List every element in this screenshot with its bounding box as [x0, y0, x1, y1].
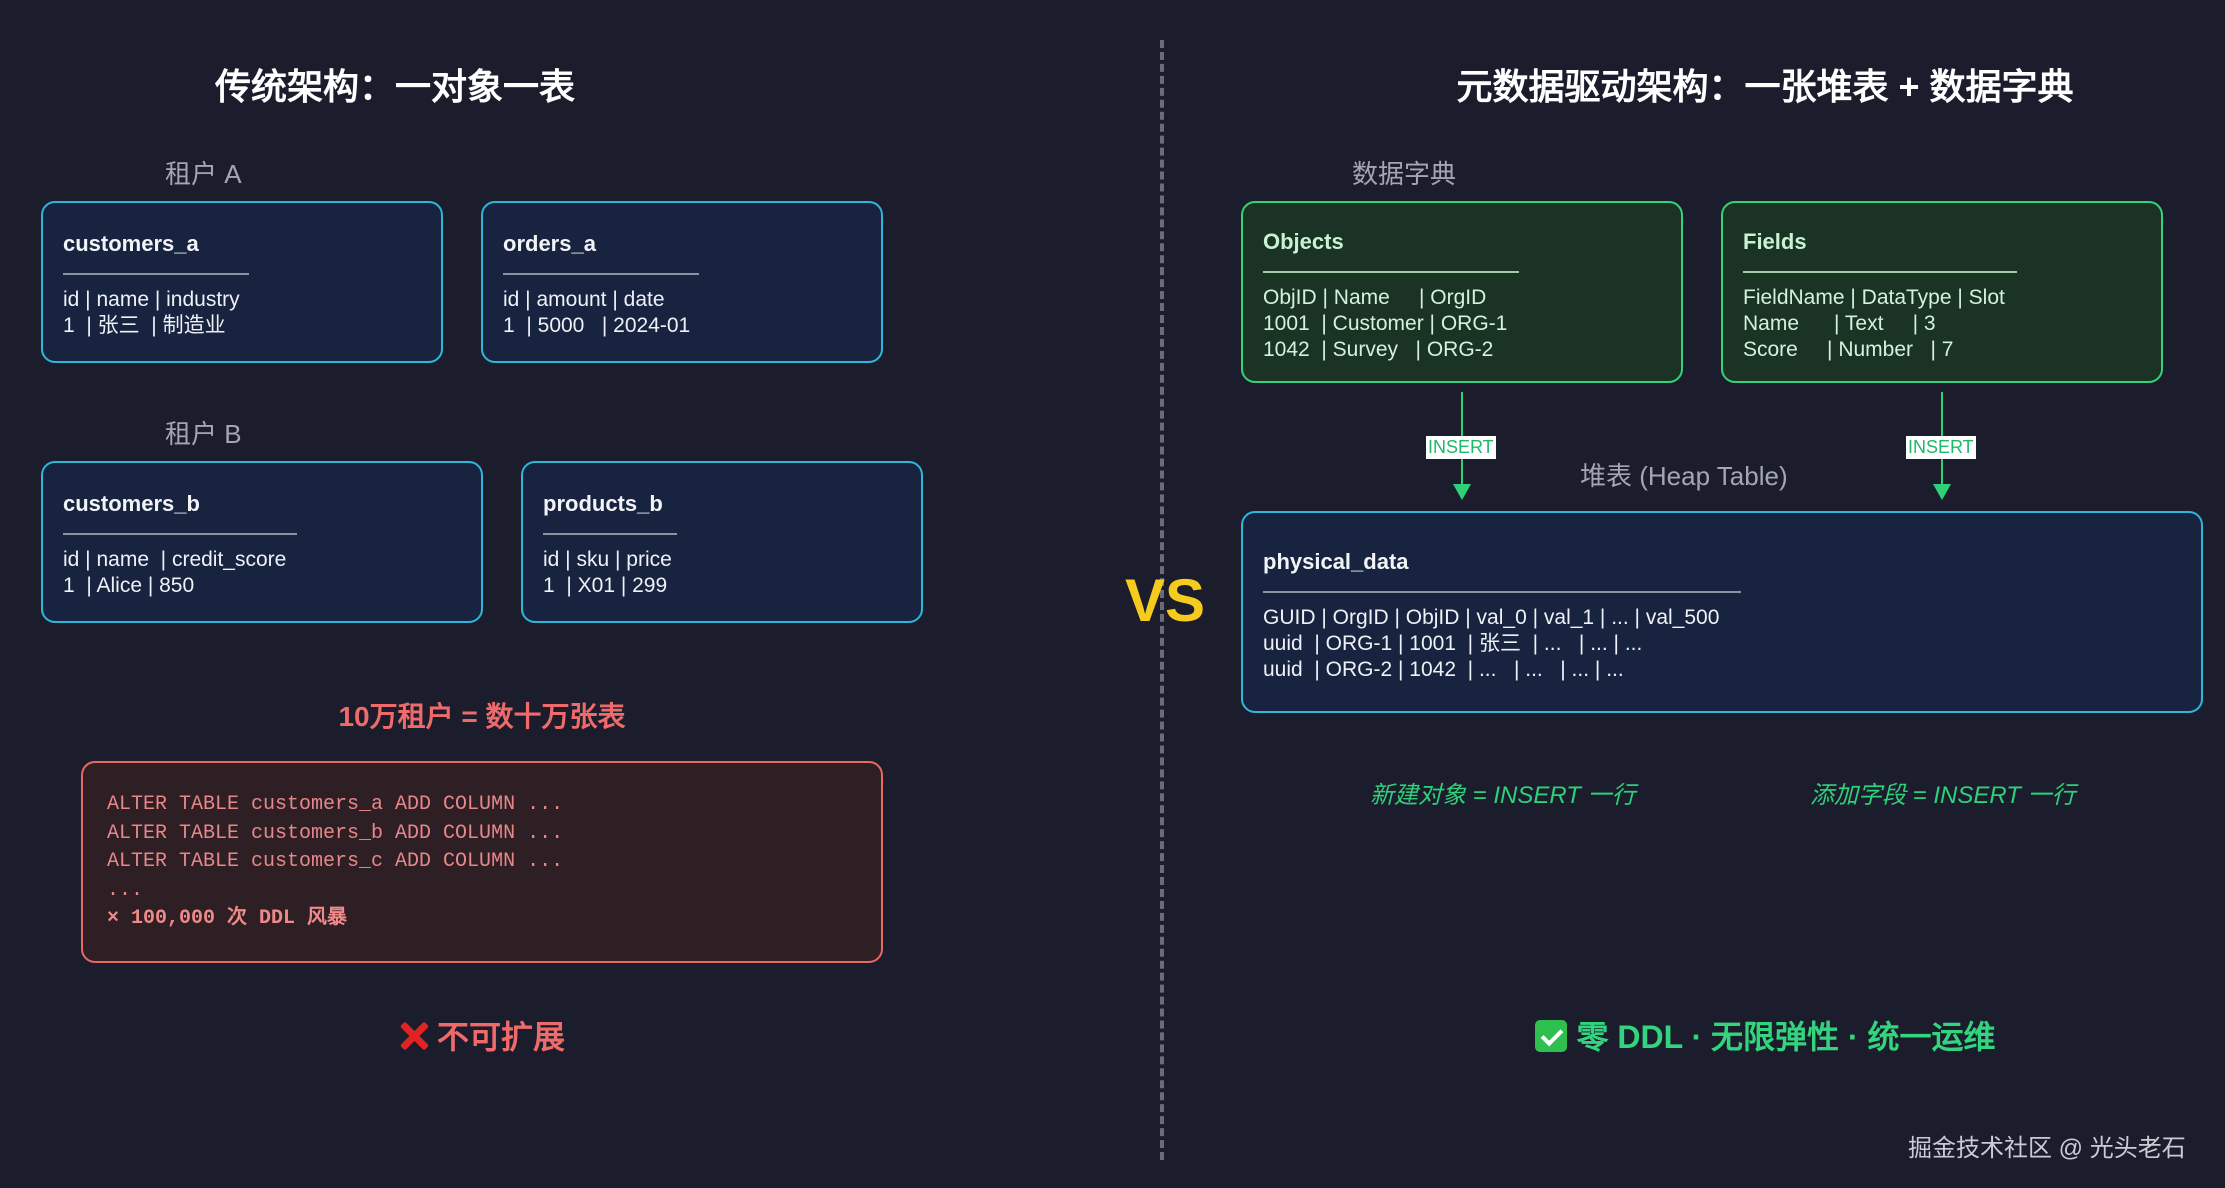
table-row: ObjID | Name | OrgID — [1263, 286, 1487, 309]
right-conclusion-text: 零 DDL · 无限弹性 · 统一运维 — [1576, 1019, 1996, 1055]
table-row: 1 | X01 | 299 — [543, 574, 668, 597]
table-customers-b: customers_b id | name | credit_score 1 |… — [41, 461, 483, 623]
header-rule — [503, 273, 699, 275]
table-orders-a: orders_a id | amount | date 1 | 5000 | 2… — [481, 201, 883, 363]
table-customers-a: customers_a id | name | industry 1 | 张三 … — [41, 201, 443, 363]
table-row: id | amount | date — [503, 288, 665, 311]
right-title: 元数据驱动架构：一张堆表 + 数据字典 — [1456, 66, 2074, 107]
table-row: 1001 | Customer | ORG-1 — [1263, 312, 1508, 335]
table-row: Score | Number | 7 — [1743, 338, 1954, 361]
table-row: Name | Text | 3 — [1743, 312, 1936, 335]
note-add-field: 添加字段 = INSERT 一行 — [1810, 782, 2076, 809]
header-rule — [543, 533, 677, 535]
ddl-summary: × 100,000 次 DDL 风暴 — [107, 907, 348, 930]
ddl-line: ALTER TABLE customers_c ADD COLUMN ... — [107, 850, 564, 873]
tenant-b-label: 租户 B — [165, 419, 242, 449]
table-row: FieldName | DataType | Slot — [1743, 286, 2005, 309]
left-conclusion-text: 不可扩展 — [436, 1019, 565, 1055]
table-name: Objects — [1263, 229, 1344, 254]
note-new-object: 新建对象 = INSERT 一行 — [1370, 782, 1636, 809]
table-fields: Fields FieldName | DataType | Slot Name … — [1721, 201, 2163, 383]
vs-label: VS — [1125, 567, 1206, 634]
table-row: id | name | industry — [63, 288, 240, 311]
header-rule — [63, 273, 249, 275]
check-mark-icon — [1534, 1020, 1567, 1052]
scale-warning: 10万租户 = 数十万张表 — [338, 701, 626, 732]
table-name: customers_a — [63, 231, 199, 256]
table-row: uuid | ORG-1 | 1001 | 张三 | ... | ... | .… — [1263, 632, 1643, 655]
insert-tag-fields: INSERT — [1906, 436, 1976, 459]
watermark: 掘金技术社区 @ 光头老石 — [1908, 1135, 2186, 1162]
ddl-line: ... — [107, 878, 144, 902]
ddl-line: ALTER TABLE customers_a ADD COLUMN ... — [107, 793, 564, 816]
table-row: 1 | 5000 | 2024-01 — [503, 314, 691, 337]
table-row: GUID | OrgID | ObjID | val_0 | val_1 | .… — [1263, 606, 1720, 629]
header-rule — [1263, 591, 1741, 593]
table-row: uuid | ORG-2 | 1042 | ... | ... | ... | … — [1263, 658, 1624, 681]
ddl-line: ALTER TABLE customers_b ADD COLUMN ... — [107, 821, 564, 845]
header-rule — [1263, 271, 1519, 273]
arrow-down-icon — [1453, 484, 1471, 500]
table-row: 1 | 张三 | 制造业 — [63, 314, 226, 337]
data-dictionary-label: 数据字典 — [1352, 159, 1457, 189]
cross-mark-icon — [399, 1021, 429, 1051]
table-objects: Objects ObjID | Name | OrgID 1001 | Cust… — [1241, 201, 1683, 383]
header-rule — [1743, 271, 2017, 273]
tenant-a-label: 租户 A — [165, 159, 242, 189]
table-row: id | sku | price — [543, 548, 672, 571]
table-name: Fields — [1743, 229, 1807, 254]
table-name: physical_data — [1263, 549, 1409, 574]
left-title: 传统架构：一对象一表 — [214, 66, 575, 107]
table-row: id | name | credit_score — [63, 548, 287, 571]
table-row: 1042 | Survey | ORG-2 — [1263, 338, 1494, 361]
ddl-storm-box: ALTER TABLE customers_a ADD COLUMN ... A… — [81, 761, 883, 963]
table-name: products_b — [543, 491, 663, 516]
table-name: orders_a — [503, 231, 596, 256]
table-products-b: products_b id | sku | price 1 | X01 | 29… — [521, 461, 923, 623]
table-row: 1 | Alice | 850 — [63, 574, 195, 597]
table-name: customers_b — [63, 491, 200, 516]
heap-table-label: 堆表 (Heap Table) — [1580, 461, 1788, 491]
arrow-down-icon — [1933, 484, 1951, 500]
left-conclusion: 不可扩展 — [0, 1012, 964, 1058]
insert-tag-objects: INSERT — [1426, 436, 1496, 459]
right-conclusion: 零 DDL · 无限弹性 · 统一运维 — [1250, 1012, 2225, 1058]
header-rule — [63, 533, 297, 535]
table-physical-data: physical_data GUID | OrgID | ObjID | val… — [1241, 511, 2203, 713]
center-divider — [1160, 40, 1164, 1160]
